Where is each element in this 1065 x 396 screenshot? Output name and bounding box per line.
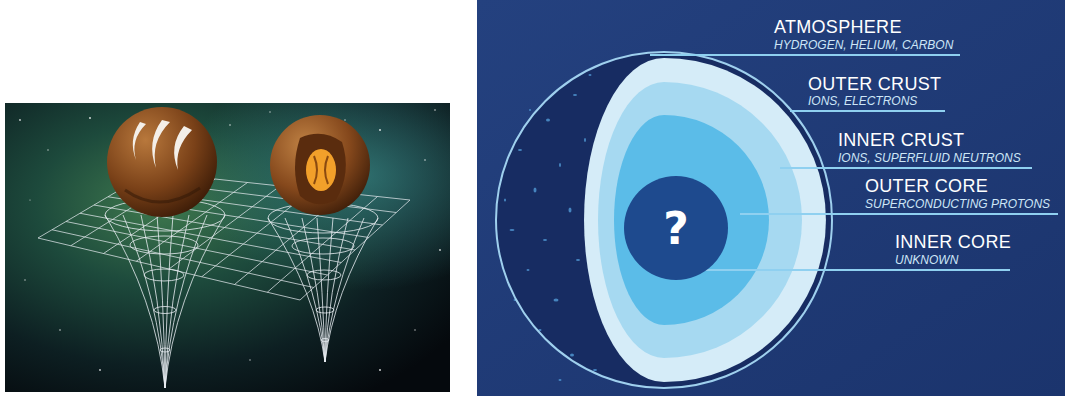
- inner-core: ?: [624, 176, 728, 280]
- layer-name: INNER CRUST: [838, 130, 964, 150]
- layer-name: OUTER CORE: [865, 176, 988, 196]
- layer-name: OUTER CRUST: [808, 74, 941, 94]
- chocolate-sphere: [107, 107, 217, 217]
- layer-composition: UNKNOWN: [895, 253, 958, 267]
- outer-crust-layer: [584, 58, 826, 382]
- star-sphere: [496, 52, 832, 388]
- core-marks: [314, 156, 328, 184]
- outer-core-layer: [614, 115, 769, 325]
- cutaway: [295, 134, 346, 204]
- layer-composition: HYDROGEN, HELIUM, CARBON: [774, 38, 953, 52]
- atmosphere-rim: [496, 52, 832, 388]
- sphere-shadow: [125, 188, 200, 202]
- core-mark: ?: [663, 203, 689, 254]
- chocolate-sphere: [270, 115, 370, 215]
- layer-name: INNER CORE: [895, 232, 1011, 252]
- layer-composition: IONS, ELECTRONS: [808, 94, 917, 108]
- layer-composition: IONS, SUPERFLUID NEUTRONS: [838, 151, 1021, 165]
- orange-core: [306, 149, 336, 191]
- core-text-holder: ?: [624, 176, 728, 280]
- cream-swirl: [133, 120, 192, 170]
- surface-speckles: [504, 74, 597, 381]
- gravity-well: [268, 203, 378, 362]
- inner-crust-layer: [598, 82, 802, 358]
- space-background: [5, 103, 450, 392]
- layer-composition: SUPERCONDUCTING PROTONS: [865, 197, 1050, 211]
- stars: [19, 109, 441, 371]
- layer-name: ATMOSPHERE: [774, 17, 902, 37]
- gravity-well: [105, 199, 225, 388]
- nebula-glow: [5, 103, 450, 392]
- panel-background: [477, 0, 1065, 396]
